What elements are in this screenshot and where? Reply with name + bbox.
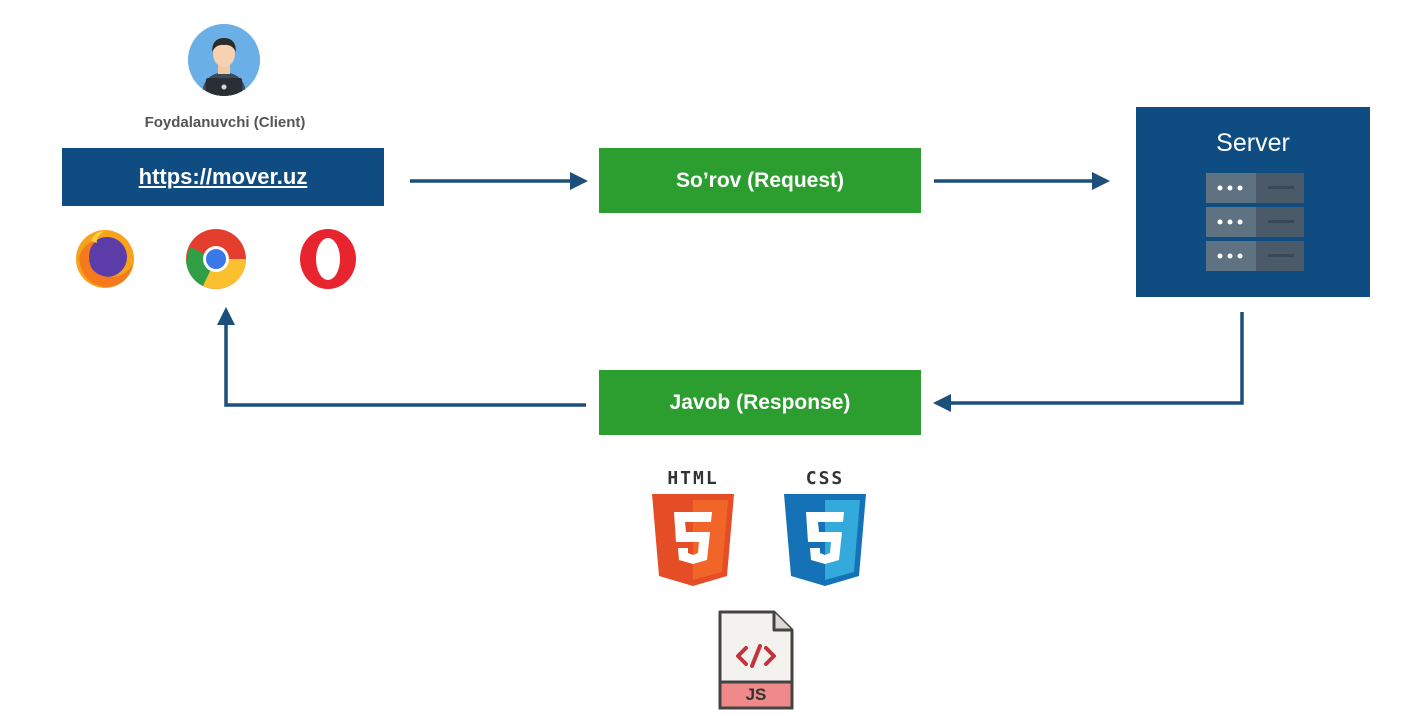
arrow-server-to-response — [946, 312, 1244, 405]
html-label: HTML — [667, 468, 719, 489]
server-box: Server — [1136, 107, 1370, 297]
js-label: JS — [745, 685, 767, 704]
js-file-icon: JS — [716, 610, 796, 712]
response-box: Javob (Response) — [599, 370, 921, 435]
css3-icon — [784, 494, 866, 586]
html5-icon — [652, 494, 734, 586]
client-label: Foydalanuvchi (Client) — [144, 114, 306, 131]
server-rack-icon — [1206, 173, 1304, 271]
server-title: Server — [1216, 129, 1290, 157]
chrome-icon — [184, 227, 248, 291]
url-link[interactable]: https://mover.uz — [138, 164, 308, 189]
firefox-icon — [73, 227, 137, 291]
client-avatar-icon — [188, 24, 260, 96]
request-box: So’rov (Request) — [599, 148, 921, 213]
url-bar: https://mover.uz — [62, 148, 384, 206]
arrow-response-to-client — [224, 322, 586, 407]
opera-icon — [296, 227, 360, 291]
css-label: CSS — [805, 468, 845, 489]
